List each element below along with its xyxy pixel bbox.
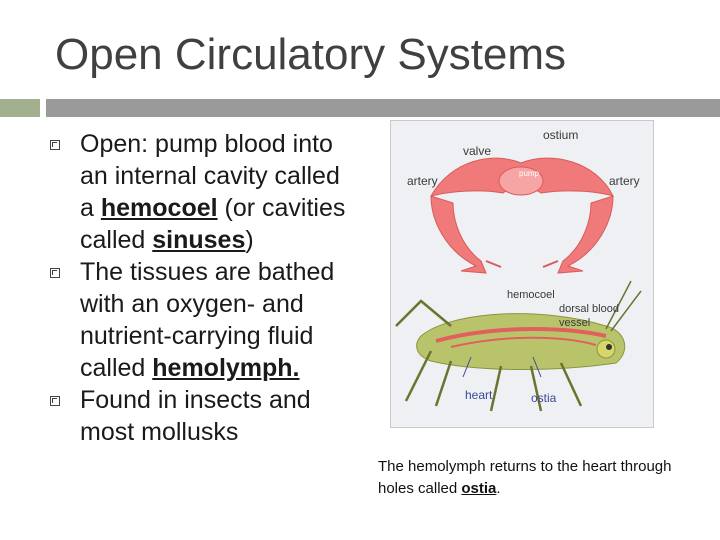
label-dorsal-blood-vessel-2: vessel [559, 317, 590, 329]
term-ostia: ostia [461, 480, 497, 497]
label-ostium: ostium [543, 128, 578, 142]
bullet-item: The tissues are bathed with an oxygen- a… [50, 256, 360, 384]
bullet-text: ) [245, 226, 254, 254]
label-ostia: ostia [531, 391, 557, 405]
bullet-box-icon [50, 268, 60, 278]
label-pump: pump [519, 169, 540, 178]
title-accent-bar-right [46, 99, 720, 117]
heart-chamber-illustration [429, 157, 614, 274]
title-accent-bar-left [0, 99, 40, 117]
label-hemocoel: hemocoel [507, 289, 555, 301]
label-heart: heart [465, 388, 493, 402]
bullet-item: Found in insects and most mollusks [50, 384, 360, 448]
bullet-text: Found in insects and most mollusks [80, 386, 311, 446]
bullet-text: (or cavities called [80, 194, 346, 254]
label-artery-left: artery [407, 174, 438, 188]
diagram-caption: The hemolymph returns to the heart throu… [378, 456, 708, 500]
slide-title: Open Circulatory Systems [55, 30, 567, 79]
caption-text: The hemolymph returns to the heart throu… [378, 458, 672, 497]
bullet-text: The tissues are bathed with an oxygen- a… [80, 258, 335, 382]
term-hemocoel: hemocoel [100, 194, 218, 222]
term-sinuses: sinuses [152, 226, 246, 254]
caption-text: . [496, 480, 501, 497]
label-artery-right: artery [609, 174, 640, 188]
bullet-text: Open: pump blood into an internal cavity… [80, 130, 340, 222]
bullet-item: Open: pump blood into an internal cavity… [50, 128, 360, 256]
label-valve: valve [463, 144, 491, 158]
bullet-box-icon [50, 396, 60, 406]
term-hemolymph: hemolymph. [152, 354, 300, 382]
bullet-box-icon [50, 140, 60, 150]
open-circulatory-diagram: valve ostium pump artery artery hemocoel… [390, 120, 654, 428]
label-dorsal-blood-vessel: dorsal blood [559, 303, 619, 315]
bullet-list: Open: pump blood into an internal cavity… [50, 128, 360, 448]
grasshopper-illustration [395, 280, 642, 412]
diagram-illustration: valve ostium pump artery artery hemocoel… [395, 128, 642, 412]
